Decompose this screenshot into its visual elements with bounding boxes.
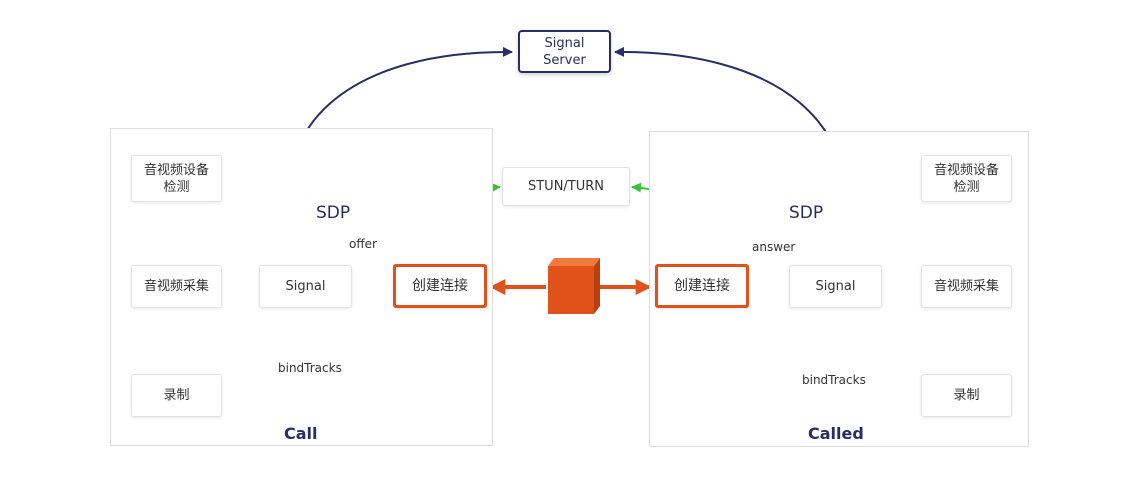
left-create-connection-node: 创建连接 (393, 264, 487, 308)
left-connect-label: 创建连接 (412, 277, 468, 294)
stun-turn-label: STUN/TURN (527, 179, 605, 194)
left-capture-node: 音视频采集 (131, 265, 222, 308)
stun-turn-node: STUN/TURN (502, 167, 630, 206)
right-connect-label: 创建连接 (674, 277, 730, 294)
signal-server-line2: Server (543, 52, 586, 68)
right-device-detect-node: 音视频设备 检测 (921, 155, 1012, 202)
left-detect-line2: 检测 (163, 179, 190, 195)
call-footer-label: Call (284, 424, 318, 443)
right-capture-label: 音视频采集 (933, 279, 999, 294)
media-channel-block (548, 258, 600, 314)
signal-server-node: Signal Server (518, 30, 611, 73)
left-capture-label: 音视频采集 (143, 279, 209, 294)
left-record-node: 录制 (131, 374, 222, 417)
left-signal-label: Signal (285, 279, 326, 294)
offer-label: offer (347, 237, 379, 251)
left-signal-node: Signal (259, 265, 352, 308)
left-detect-line1: 音视频设备 (143, 162, 209, 178)
left-record-label: 录制 (163, 388, 190, 403)
right-sdp-label: SDP (789, 203, 824, 223)
right-detect-line2: 检测 (953, 179, 980, 195)
right-signal-node: Signal (789, 265, 882, 308)
left-sdp-label: SDP (316, 203, 351, 223)
right-signal-label: Signal (815, 279, 856, 294)
signal-server-line1: Signal (544, 35, 585, 51)
answer-label: answer (750, 240, 798, 254)
called-footer-label: Called (808, 424, 864, 443)
right-record-label: 录制 (953, 388, 980, 403)
left-bindtracks-label: bindTracks (276, 361, 344, 375)
right-create-connection-node: 创建连接 (655, 264, 749, 308)
right-record-node: 录制 (921, 374, 1012, 417)
left-device-detect-node: 音视频设备 检测 (131, 155, 222, 202)
right-capture-node: 音视频采集 (921, 265, 1012, 308)
right-bindtracks-label: bindTracks (800, 373, 868, 387)
right-detect-line1: 音视频设备 (933, 162, 999, 178)
